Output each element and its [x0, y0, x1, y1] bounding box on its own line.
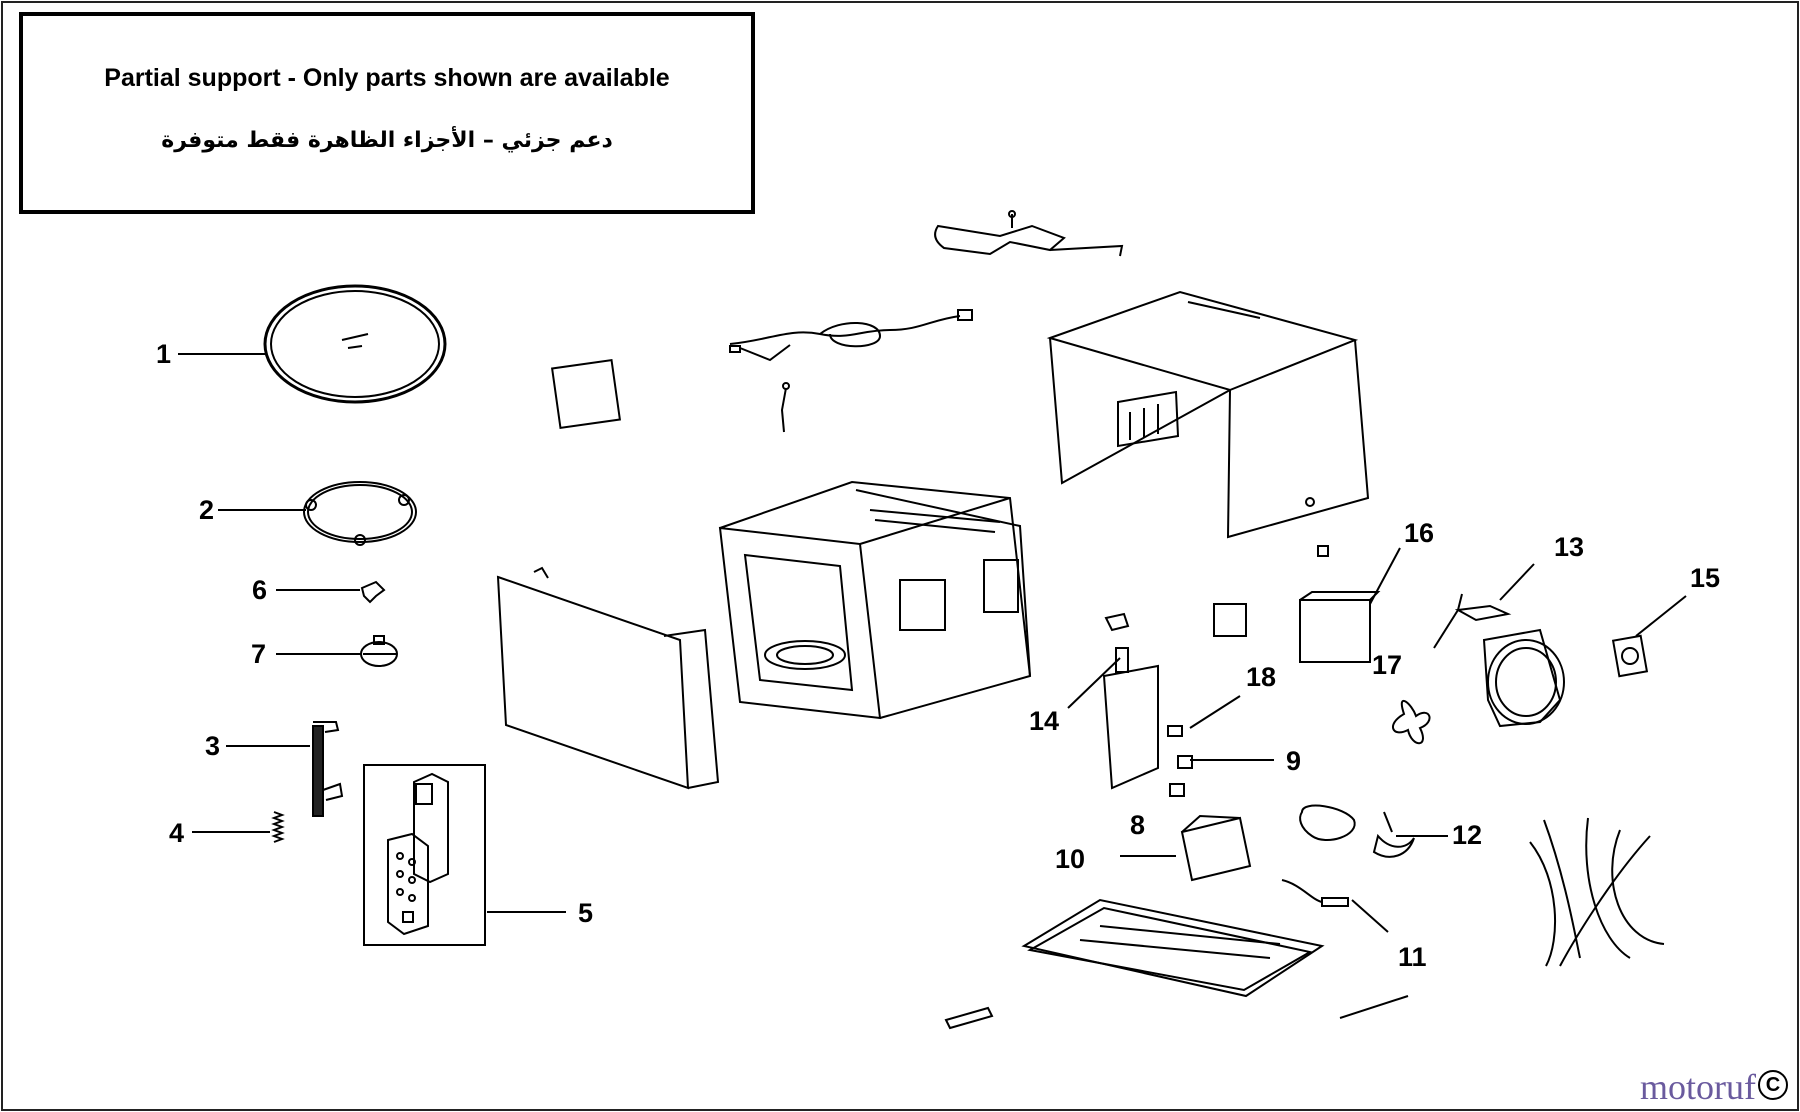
part-magnetron: [1299, 545, 1381, 663]
part-thermostat-bracket: [1454, 593, 1512, 622]
part-transformer: [1180, 814, 1252, 882]
callout-4: 4: [169, 818, 185, 848]
part-wire-harness: [729, 309, 973, 362]
part-outer-cabinet: [1046, 290, 1370, 539]
callout-13: 13: [1554, 532, 1585, 562]
part-fan-blade: [1392, 699, 1431, 745]
partial-support-notice: Partial support - Only parts shown are a…: [19, 12, 755, 214]
callout-1: 1: [156, 339, 172, 369]
part-fan-motor: [1611, 634, 1649, 678]
callout-2: 2: [199, 495, 215, 525]
part-switch-18: [1167, 725, 1183, 737]
callout-7: 7: [251, 639, 267, 669]
part-coupler: [360, 580, 386, 604]
leader-lines: [178, 353, 1687, 933]
part-switch-8: [1169, 783, 1185, 797]
part-capacitor: [1299, 804, 1356, 841]
part-roller-ring: [303, 481, 417, 546]
part-rod: [1339, 995, 1409, 1019]
callout-17: 17: [1372, 650, 1403, 680]
callout-5: 5: [578, 898, 594, 928]
part-oven-cavity: [718, 480, 1032, 720]
callout-10: 10: [1055, 844, 1086, 874]
callout-12: 12: [1452, 820, 1483, 850]
part-interlock-bracket: [1102, 612, 1159, 790]
part-hv-diode: [1372, 811, 1415, 858]
callout-6: 6: [252, 575, 268, 605]
part-fuse: [1281, 879, 1349, 907]
callout-18: 18: [1246, 662, 1277, 692]
part-latch-hook: [312, 721, 344, 817]
callout-3: 3: [205, 731, 221, 761]
part-wire-bundle: [1529, 817, 1665, 967]
part-switch-9: [1177, 755, 1193, 769]
part-turntable-motor: [360, 635, 398, 667]
callout-11: 11: [1398, 942, 1427, 972]
part-base-plate: [1021, 898, 1325, 998]
part-bottom-clip: [944, 1006, 994, 1030]
callout-9: 9: [1286, 746, 1302, 776]
watermark-copyright-symbol: C: [1758, 1070, 1788, 1100]
callout-16: 16: [1404, 518, 1435, 548]
part-sensor: [780, 382, 790, 433]
part-fan-duct: [1482, 628, 1565, 728]
part-spring: [271, 811, 285, 843]
part-plate: [1213, 603, 1247, 637]
watermark-brand: motoruf: [1640, 1067, 1756, 1107]
part-grill-heater: [934, 210, 1124, 257]
part-door: [496, 566, 720, 790]
notice-english: Partial support - Only parts shown are a…: [104, 64, 670, 92]
callout-15: 15: [1690, 563, 1721, 593]
notice-arabic: دعم جزئي – الأجزاء الظاهرة فقط متوفرة: [161, 128, 613, 153]
part-glass-tray: [263, 284, 447, 404]
callout-14: 14: [1029, 706, 1060, 736]
part-control-board-box: [363, 764, 486, 946]
part-mica-sheet: [550, 358, 622, 430]
callout-8: 8: [1130, 810, 1146, 840]
